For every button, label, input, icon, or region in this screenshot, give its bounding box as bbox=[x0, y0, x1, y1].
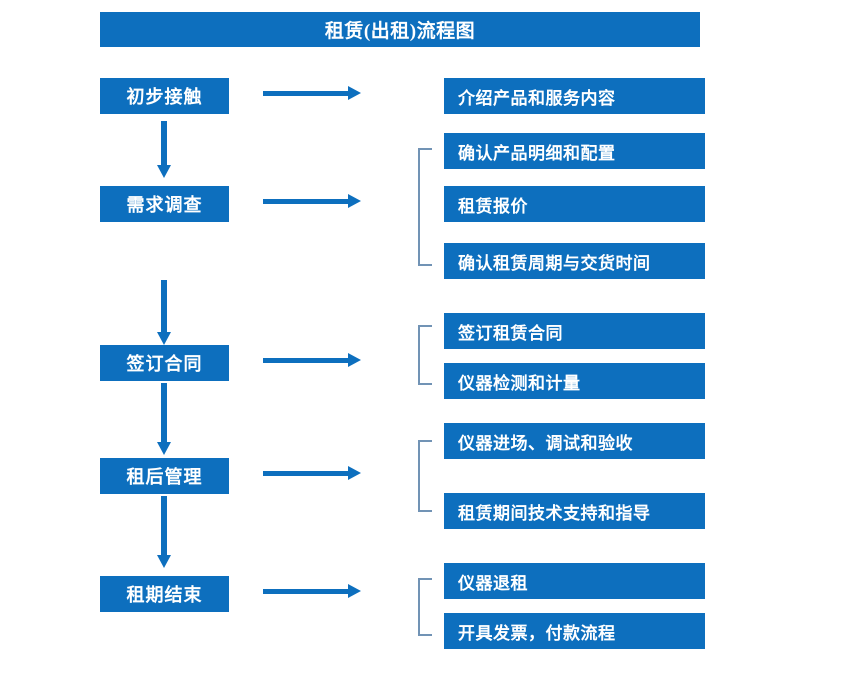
stage-node-3[interactable]: 签订合同 bbox=[100, 345, 229, 381]
group-bracket-stage-2 bbox=[418, 148, 432, 266]
arrow-head bbox=[157, 165, 171, 178]
arrow-down-stage-4-to-5 bbox=[157, 496, 171, 568]
stage-node-2[interactable]: 需求调查 bbox=[100, 186, 229, 222]
detail-node-4-2[interactable]: 租赁期间技术支持和指导 bbox=[444, 493, 705, 529]
arrow-head bbox=[157, 442, 171, 455]
arrow-head bbox=[348, 194, 361, 208]
arrow-head bbox=[157, 332, 171, 345]
arrow-shaft bbox=[161, 121, 167, 165]
arrow-shaft bbox=[161, 383, 167, 442]
arrow-right-stage-1 bbox=[263, 86, 361, 100]
detail-node-5-2[interactable]: 开具发票，付款流程 bbox=[444, 613, 705, 649]
detail-node-5-1[interactable]: 仪器退租 bbox=[444, 563, 705, 599]
detail-node-2-1[interactable]: 确认产品明细和配置 bbox=[444, 133, 705, 169]
detail-node-1-1[interactable]: 介绍产品和服务内容 bbox=[444, 78, 705, 114]
arrow-shaft bbox=[263, 199, 349, 204]
arrow-shaft bbox=[161, 280, 167, 332]
group-bracket-stage-3 bbox=[418, 325, 432, 385]
arrow-right-stage-3 bbox=[263, 353, 361, 367]
arrow-shaft bbox=[263, 91, 349, 96]
arrow-head bbox=[157, 555, 171, 568]
arrow-right-stage-2 bbox=[263, 194, 361, 208]
detail-node-3-2[interactable]: 仪器检测和计量 bbox=[444, 363, 705, 399]
arrow-head bbox=[348, 86, 361, 100]
detail-node-4-1[interactable]: 仪器进场、调试和验收 bbox=[444, 423, 705, 459]
arrow-shaft bbox=[263, 471, 349, 476]
arrow-head bbox=[348, 466, 361, 480]
arrow-down-stage-1-to-2 bbox=[157, 121, 171, 178]
stage-node-5[interactable]: 租期结束 bbox=[100, 576, 229, 612]
arrow-down-stage-3-to-4 bbox=[157, 383, 171, 455]
stage-node-4[interactable]: 租后管理 bbox=[100, 458, 229, 494]
detail-node-3-1[interactable]: 签订租赁合同 bbox=[444, 313, 705, 349]
group-bracket-stage-5 bbox=[418, 578, 432, 636]
arrow-right-stage-4 bbox=[263, 466, 361, 480]
flowchart-title: 租赁(出租)流程图 bbox=[100, 12, 700, 47]
detail-node-2-2[interactable]: 租赁报价 bbox=[444, 186, 705, 222]
arrow-shaft bbox=[263, 358, 349, 363]
stage-node-1[interactable]: 初步接触 bbox=[100, 78, 229, 114]
detail-node-2-3[interactable]: 确认租赁周期与交货时间 bbox=[444, 243, 705, 279]
group-bracket-stage-4 bbox=[418, 440, 432, 512]
arrow-head bbox=[348, 584, 361, 598]
arrow-right-stage-5 bbox=[263, 584, 361, 598]
arrow-down-stage-2-to-3 bbox=[157, 280, 171, 345]
arrow-shaft bbox=[263, 589, 349, 594]
arrow-head bbox=[348, 353, 361, 367]
arrow-shaft bbox=[161, 496, 167, 555]
